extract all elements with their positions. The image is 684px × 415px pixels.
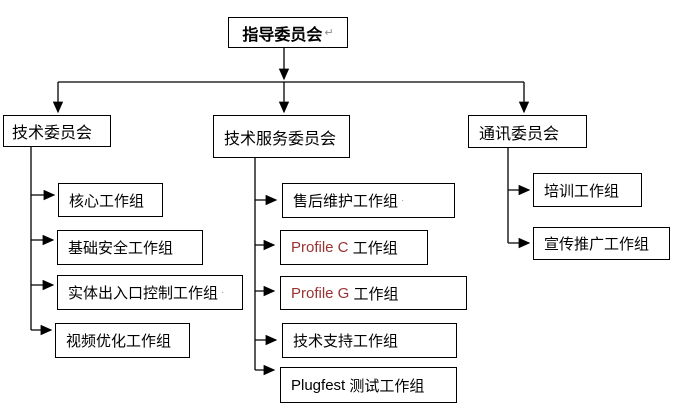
org-node-label: 技术支持工作组 [293,333,399,350]
org-node-tech-service-committee: 技术服务委员会 [213,115,350,158]
org-node-group-tech-support: 技术支持工作组 [282,323,457,358]
root-connectors [52,48,530,114]
org-node-label-en: Plugfest [291,376,346,394]
org-node-label: 技术服务委员会 [224,130,337,148]
org-node-label: 技术委员会 [12,125,93,142]
org-node-group-plugfest-testing: Plugfest 测试工作组 [280,367,457,403]
org-node-group-publicity-promotion: 宣传推广工作组 [533,227,670,260]
org-node-label-zh: 工作组 [348,240,398,257]
paragraph-return-mark: ↵ [324,27,334,39]
tech-committee-connectors [30,147,56,336]
org-node-group-basic-security: 基础安全工作组 [57,230,203,265]
org-node-label: 通讯委员会 [479,125,560,143]
org-node-tech-committee: 技术委员会 [3,115,111,147]
org-node-label: 核心工作组 [69,192,145,210]
org-node-label-en: Profile G [291,284,350,302]
tech-service-committee-connectors [254,158,278,376]
org-node-group-training: 培训工作组 [533,173,642,207]
org-node-group-profile-c: Profile C 工作组 [280,230,428,265]
org-node-label-en: Profile C [291,239,349,256]
org-node-steering-committee: 指导委员会↵ [228,17,348,48]
org-node-group-physical-access-control: 实体出入口控制工作组· [57,275,243,310]
org-node-group-profile-g: Profile G 工作组 [280,276,467,310]
org-node-label: 基础安全工作组 [68,240,174,257]
communication-committee-connectors [507,148,531,249]
org-node-label: 售后维护工作组 [293,193,399,210]
org-node-label: 实体出入口控制工作组 [68,285,219,302]
org-node-label: 视频优化工作组 [66,333,172,350]
org-node-label: 培训工作组 [544,182,620,200]
formatting-mark: · [401,195,405,206]
org-node-label-zh: 测试工作组 [345,377,425,395]
org-node-group-core: 核心工作组 [58,183,163,217]
org-node-communication-committee: 通讯委员会 [468,115,587,148]
org-node-group-video-optimization: 视频优化工作组 [55,323,190,358]
org-node-group-after-sales-maintenance: 售后维护工作组· [282,183,455,218]
org-node-label: 宣传推广工作组 [544,236,650,253]
org-node-label: 指导委员会 [242,26,323,44]
formatting-mark: · [221,287,225,298]
org-node-label-zh: 工作组 [349,285,399,303]
